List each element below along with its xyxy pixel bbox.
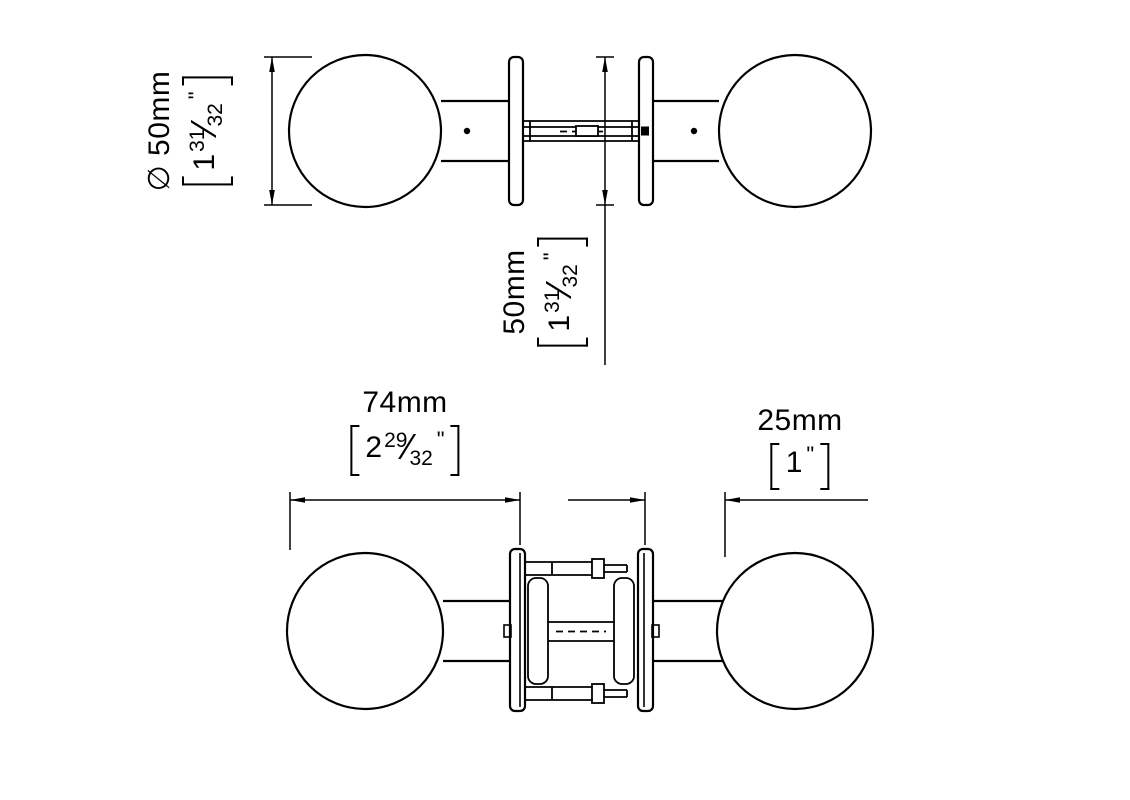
imperial-value: 229⁄32" (359, 425, 450, 476)
dim-label-grip-length: 74mm 229⁄32" (350, 385, 460, 481)
top-dimension-lines (264, 56, 614, 365)
fraction-numerator: 31 (186, 128, 209, 152)
inch-mark: " (436, 427, 445, 452)
rosette-diameter-imperial: 131⁄32" (537, 237, 588, 347)
fraction-denominator: 32 (409, 447, 433, 470)
top-view (287, 53, 873, 209)
left-bracket (182, 176, 233, 186)
left-bracket (537, 337, 588, 347)
grip-length-extension-lines (289, 492, 521, 550)
fraction-whole: 1 (188, 153, 221, 171)
grip-length-imperial: 229⁄32" (350, 425, 460, 476)
arrow-right (505, 497, 520, 503)
top-spindle-end (641, 126, 649, 136)
inch-mark: " (539, 252, 564, 261)
inch-mark: " (806, 442, 815, 467)
top-left-set-screw (463, 127, 471, 135)
knob-diameter-metric: ∅ 50mm (143, 70, 176, 192)
fraction-numerator: 31 (541, 289, 564, 313)
bottom-mechanism (525, 558, 635, 704)
fraction-whole: 1 (543, 314, 576, 332)
right-bracket (820, 443, 830, 490)
imperial-value: 131⁄32" (182, 85, 233, 176)
bottom-left-neck (443, 599, 510, 663)
dim-label-rosette-diameter: 50mm 131⁄32" (497, 237, 593, 347)
fraction-slash: ⁄ (405, 426, 412, 467)
top-right-knob-sphere (717, 53, 873, 209)
fraction-denominator: 32 (204, 103, 227, 127)
bottom-view (285, 547, 875, 713)
right-bracket (537, 237, 588, 247)
fraction-whole: 2 (365, 431, 383, 464)
arrow-left (290, 497, 305, 503)
top-spindle (523, 120, 639, 142)
right-bracket (450, 425, 460, 476)
bottom-left-knob-sphere (285, 551, 445, 711)
bottom-right-knob-sphere (715, 551, 875, 711)
arrow-down (602, 190, 608, 205)
top-right-neck (653, 99, 719, 163)
arrow-left (725, 497, 740, 503)
left-bracket (770, 443, 780, 490)
top-left-knob-sphere (287, 53, 443, 209)
bottom-dimension-lines (289, 492, 868, 557)
bottom-right-rosette (636, 547, 655, 713)
top-right-set-screw (690, 127, 698, 135)
arrow-right (630, 497, 645, 503)
knob-diameter-imperial: 131⁄32" (182, 76, 233, 186)
rosette-diameter-metric: 50mm (498, 249, 531, 335)
arrow-up (269, 57, 275, 72)
left-bracket (350, 425, 360, 476)
neck-length-imperial: 1" (770, 442, 830, 490)
right-bracket (182, 76, 233, 86)
grip-length-metric: 74mm (362, 386, 448, 419)
arrow-down (269, 190, 275, 205)
imperial-value: 131⁄32" (537, 246, 588, 337)
fraction-numerator: 29 (384, 429, 408, 452)
imperial-value: 1" (780, 442, 821, 490)
fraction-whole: 1 (785, 446, 803, 479)
top-left-neck (441, 99, 509, 163)
neck-length-extension-lines (644, 492, 726, 557)
bottom-right-neck (653, 599, 723, 663)
top-right-rosette (637, 55, 655, 207)
neck-length-metric: 25mm (757, 404, 843, 437)
fraction-denominator: 32 (559, 264, 582, 288)
bottom-left-rosette (508, 547, 527, 713)
inch-mark: " (184, 91, 209, 100)
arrow-up (602, 57, 608, 72)
top-left-rosette (507, 55, 525, 207)
dim-label-neck-length: 25mm 1" (757, 403, 842, 495)
dim-label-knob-diameter: ∅ 50mm 131⁄32" (142, 70, 238, 192)
